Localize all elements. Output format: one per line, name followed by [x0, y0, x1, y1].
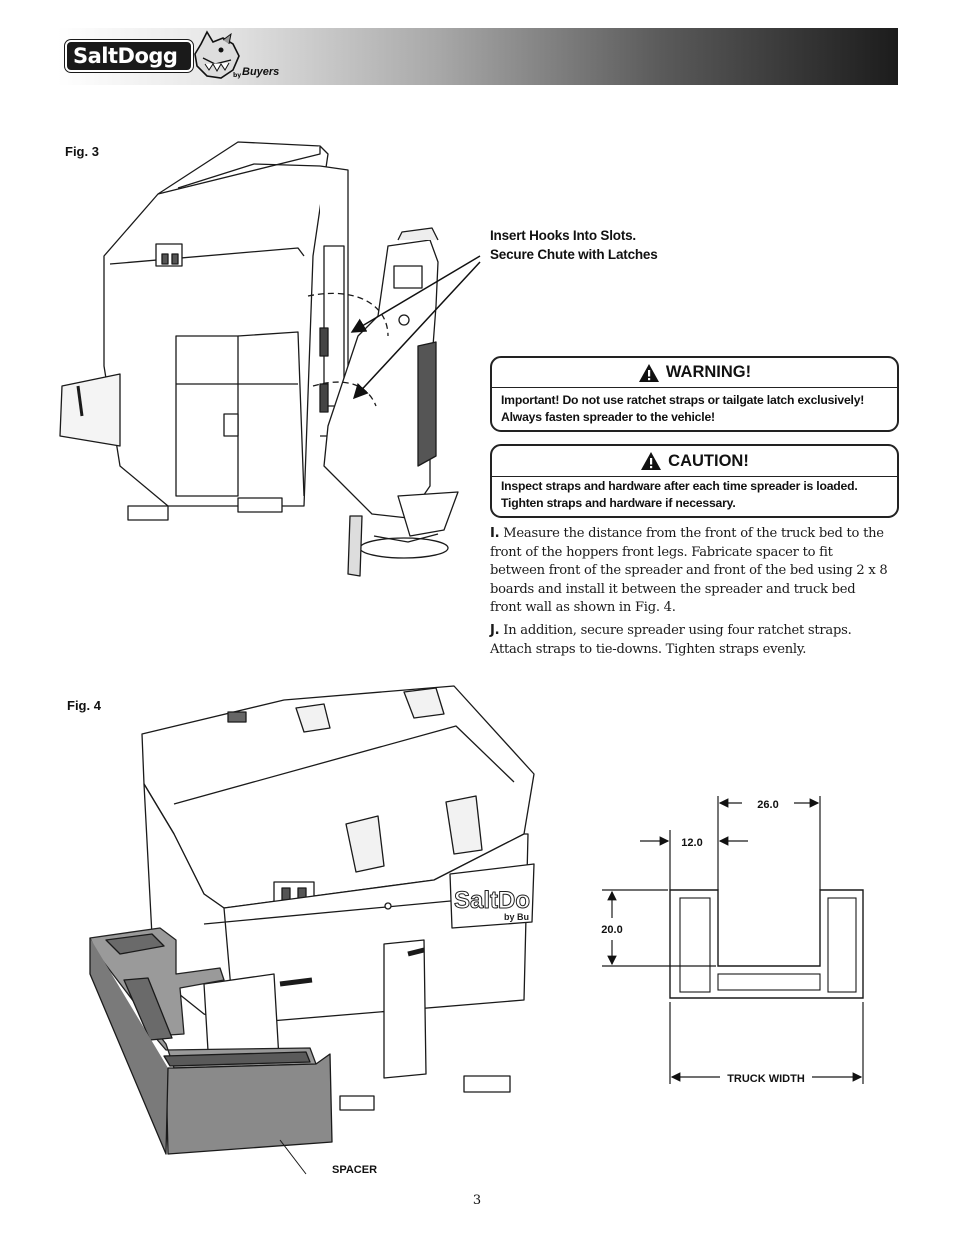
fig3-callout-arrows: [350, 255, 481, 400]
callout-line-1: Insert Hooks Into Slots.: [490, 228, 636, 243]
fig4-label: Fig. 4: [67, 698, 101, 713]
step-i-paragraph: I. Measure the distance from the front o…: [490, 525, 890, 618]
logo-buyers-text: Buyers: [242, 66, 280, 78]
callout-line-2: Secure Chute with Latches: [490, 247, 658, 262]
caution-header: CAUTION!: [492, 446, 897, 477]
dog-mascot-icon: [194, 30, 240, 79]
step-i-text: Measure the distance from the front of t…: [490, 526, 888, 616]
dim-20-label: 20.0: [601, 924, 622, 936]
logo-wordmark: SaltDogg: [73, 44, 178, 68]
step-j-letter: J.: [490, 623, 500, 638]
step-i-letter: I.: [490, 526, 500, 541]
fig3-hopper-chute-drawing: [59, 141, 459, 577]
dim-12-label: 12.0: [681, 837, 702, 849]
spacer-label: SPACER: [332, 1164, 378, 1176]
warning-title: WARNING!: [665, 363, 752, 381]
spacer-dimension-diagram: 26.0 12.0 20.0 TRUCK WIDTH: [601, 796, 864, 1085]
step-j-paragraph: J. In addition, secure spreader using fo…: [490, 622, 890, 659]
hopper-logo-by: by Bu: [504, 912, 529, 922]
warning-body: Important! Do not use ratchet straps or …: [492, 388, 897, 430]
page-number: 3: [472, 1193, 482, 1208]
fig3-callout: Insert Hooks Into Slots. Secure Chute wi…: [490, 226, 658, 264]
saltdogg-logo: SaltDogg: [65, 40, 193, 72]
warning-triangle-icon: [638, 363, 659, 382]
fig4-hopper-spacer-drawing: SaltDo by Bu: [89, 685, 535, 1175]
fig3-label: Fig. 3: [65, 144, 99, 159]
caution-line-2: Tighten straps and hardware if necessary…: [501, 496, 736, 510]
caution-line-1: Inspect straps and hardware after each t…: [501, 479, 858, 493]
dim-26-label: 26.0: [757, 799, 778, 811]
warning-box: WARNING! Important! Do not use ratchet s…: [490, 356, 899, 432]
caution-triangle-icon: [641, 452, 662, 470]
logo-by-text: by: [233, 72, 242, 79]
caution-body: Inspect straps and hardware after each t…: [492, 477, 897, 516]
caution-box: CAUTION! Inspect straps and hardware aft…: [490, 444, 899, 518]
warning-header: WARNING!: [492, 358, 897, 388]
hopper-logo-text: SaltDo: [454, 887, 530, 914]
truck-width-label: TRUCK WIDTH: [727, 1073, 805, 1085]
warning-line-1: Important! Do not use ratchet straps or …: [501, 393, 865, 407]
step-j-text: In addition, secure spreader using four …: [490, 623, 852, 657]
page-header-banner: SaltDogg by Buyers: [57, 28, 898, 85]
caution-title: CAUTION!: [668, 451, 749, 470]
warning-line-2: Always fasten spreader to the vehicle!: [501, 410, 715, 424]
